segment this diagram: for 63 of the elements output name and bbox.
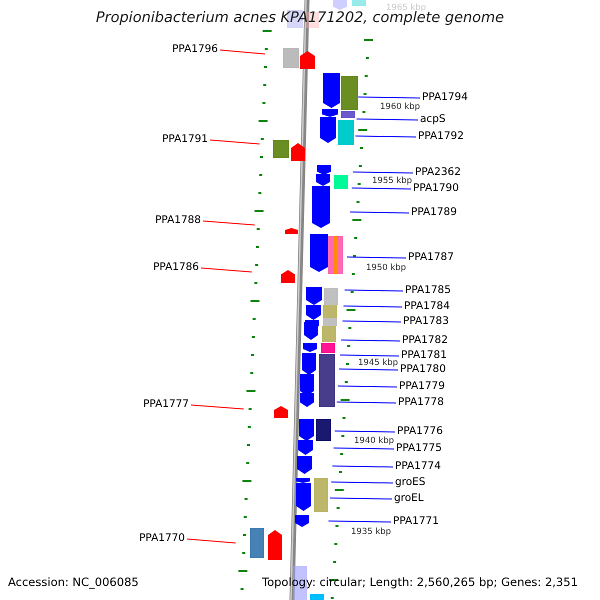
leader-line — [328, 520, 392, 522]
gene-label: PPA1774 — [395, 460, 441, 473]
leader-line — [333, 448, 394, 450]
scale-label: 1955 kbp — [372, 176, 412, 186]
leader-line — [344, 290, 404, 292]
leader-line — [358, 96, 420, 98]
gene-label: PPA1782 — [402, 334, 448, 347]
leader-line — [334, 430, 396, 432]
gene-label: PPA1789 — [411, 206, 457, 219]
leader-line — [200, 268, 252, 272]
leader-line — [337, 386, 398, 388]
caption-text: Accession: NC_006085 — [8, 576, 139, 589]
gene-label: PPA1778 — [398, 396, 444, 409]
gene-label: PPA1791 — [162, 133, 208, 146]
leader-line — [330, 498, 392, 500]
leader-line — [354, 136, 416, 138]
leader-line — [343, 306, 402, 308]
leader-line — [332, 466, 394, 468]
scale-label: 1945 kbp — [358, 358, 398, 368]
scale-label: 1935 kbp — [351, 527, 392, 537]
gene-label: PPA1776 — [397, 425, 443, 438]
gene-label: PPA1775 — [396, 442, 442, 455]
leader-line — [190, 404, 244, 410]
scale-label: 1940 kbp — [354, 436, 394, 446]
gene-label: PPA2362 — [415, 166, 461, 179]
gene-label: PPA1777 — [143, 398, 189, 411]
caption-text: Topology: circular; Length: 2,560,265 bp; Genes: 2,351 — [262, 576, 578, 589]
gene-label: PPA1786 — [153, 261, 199, 274]
gene-label: groES — [395, 476, 426, 489]
gene-label: PPA1781 — [401, 349, 447, 362]
leader-line — [330, 482, 394, 484]
leader-line — [346, 256, 406, 258]
leader-line — [350, 212, 410, 214]
gene-label: groEL — [394, 492, 424, 505]
scale-label: 1960 kbp — [380, 102, 420, 112]
gene-label: PPA1796 — [172, 43, 218, 56]
leader-line — [220, 50, 266, 54]
leader-line — [340, 354, 400, 356]
leader-line — [351, 188, 412, 190]
leader-line — [210, 140, 260, 144]
leader-line — [338, 368, 398, 370]
gene-label: PPA1784 — [404, 300, 450, 313]
gene-label: acpS — [420, 113, 446, 126]
gene-label: PPA1779 — [399, 380, 445, 393]
leader-line — [202, 220, 256, 226]
gene-label: PPA1794 — [422, 91, 468, 104]
leader-line — [342, 320, 402, 322]
leader-line — [336, 402, 396, 404]
leader-line — [356, 118, 418, 120]
gene-label: PPA1787 — [408, 251, 454, 264]
leader-line — [186, 538, 236, 544]
leader-line — [340, 340, 400, 342]
gene-label: PPA1788 — [155, 214, 201, 227]
title: Propionibacterium acnes KPA171202, complete genome — [94, 10, 506, 26]
gene-label: PPA1792 — [418, 130, 464, 143]
gene-label: PPA1770 — [139, 532, 185, 545]
gene-label: PPA1780 — [400, 363, 446, 376]
scale-label: 1950 kbp — [366, 263, 406, 273]
gene-label: PPA1771 — [393, 515, 439, 528]
gene-label: PPA1790 — [413, 182, 459, 195]
leader-line — [352, 172, 414, 174]
gene-label: PPA1785 — [405, 284, 451, 297]
gene-label: PPA1783 — [403, 315, 449, 328]
